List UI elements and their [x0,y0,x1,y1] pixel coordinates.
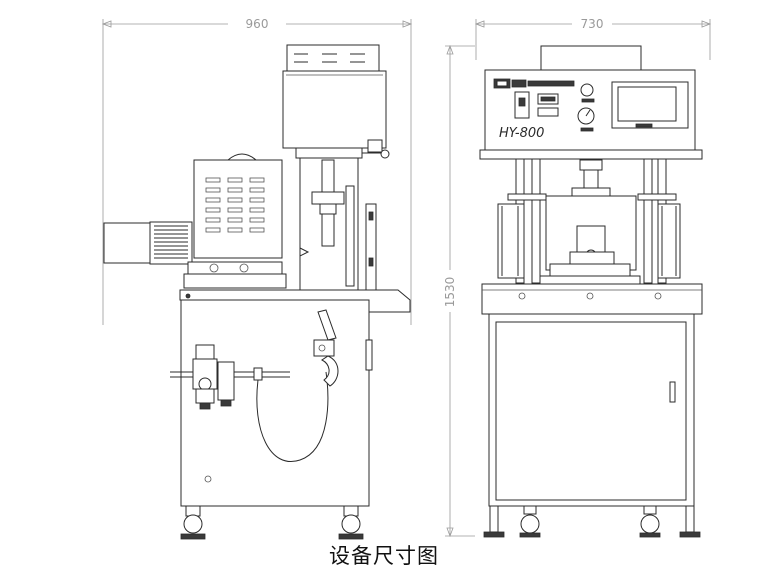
press-column [295,147,390,293]
front-work-table [481,283,703,315]
side-view: 960 [101,17,413,540]
height-label: 1530 [443,277,457,308]
front-view: 730 1530 [443,17,712,538]
air-filter-regulator [170,344,329,462]
drawing-caption: 设备尺寸图 [329,544,439,568]
front-cabinet [488,313,695,507]
guard-doors [497,203,681,279]
door-handle [669,381,676,403]
motor-housing [103,153,287,289]
front-width-label: 730 [581,17,604,31]
side-casters [180,505,364,540]
side-rails [365,203,377,291]
motor-fins [154,225,188,259]
side-width-dimension: 960 [101,17,413,325]
front-width-dimension: 730 [474,17,712,60]
front-casters [483,505,701,538]
counter-display [537,107,559,117]
emergency-stop-knob [580,83,594,97]
top-control-box [282,44,387,153]
vent-grille [205,177,265,233]
control-panel: HY-800 [484,69,696,151]
model-label: HY-800 [499,126,544,141]
company-logo [493,78,575,89]
air-gun [313,309,339,387]
height-dimension: 1530 [443,44,475,538]
cabinet-door [495,321,687,501]
front-press-head [539,159,641,285]
upper-platen [479,149,703,160]
hmi-screen [617,86,677,122]
front-top-box [540,45,642,73]
side-width-label: 960 [246,17,269,31]
